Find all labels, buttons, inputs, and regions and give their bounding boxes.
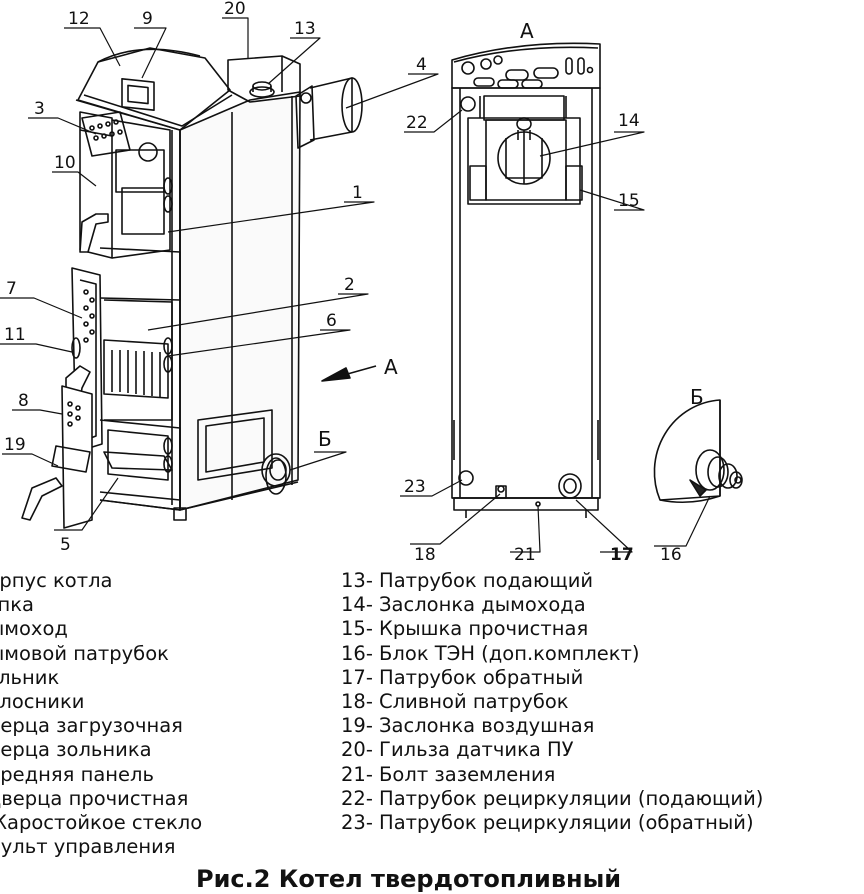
callout-4: 4 (416, 55, 427, 75)
callout-16: 16 (660, 545, 682, 560)
boiler-drawing: 12 9 20 13 4 3 10 1 2 6 7 11 8 19 5 Б А … (0, 0, 743, 560)
legend-item: 6- Колосники (0, 689, 85, 713)
legend-item: 7- Дверца загрузочная (0, 714, 183, 738)
view-a-title: А (520, 19, 534, 43)
legend-item: 17- Патрубок обратный (341, 665, 584, 689)
callout-17: 17 (610, 545, 634, 560)
callout-5: 5 (60, 535, 71, 555)
callout-11: 11 (4, 325, 26, 345)
legend-item: 18- Сливной патрубок (341, 689, 569, 713)
callout-13: 13 (294, 19, 316, 39)
callout-10: 10 (54, 153, 76, 173)
legend-item: 3- Дымоход (0, 617, 68, 641)
legend-item: 15- Крышка прочистная (341, 617, 589, 641)
legend-item: 1- Корпус котла (0, 569, 113, 592)
callout-14: 14 (618, 111, 640, 131)
callout-9: 9 (142, 9, 153, 29)
legend-left: 1- Корпус котла2- Топка3- Дымоход4- Дымо… (0, 569, 300, 859)
legend-item: 16- Блок ТЭН (доп.комплект) (341, 641, 640, 665)
callout-20: 20 (224, 0, 246, 19)
leader-lines (0, 17, 711, 553)
callout-19: 19 (4, 435, 26, 455)
legend-item: 20- Гильза датчика ПУ (341, 738, 574, 762)
legend-item: 21- Болт заземления (341, 762, 556, 786)
legend-item: 19- Заслонка воздушная (341, 714, 595, 738)
view-a-arrow (321, 365, 377, 382)
legend-item: 14- Заслонка дымохода (341, 593, 586, 617)
callout-12: 12 (68, 9, 90, 29)
callout-labels: 12 9 20 13 4 3 10 1 2 6 7 11 8 19 5 Б А … (4, 0, 704, 560)
callout-6: 6 (326, 311, 337, 331)
legend-item: 23- Патрубок рециркуляции (обратный) (341, 810, 754, 834)
figure-caption: Рис.2 Котел твердотопливный (196, 865, 622, 893)
callout-15: 15 (618, 191, 640, 211)
callout-7: 7 (6, 279, 17, 299)
callout-23: 23 (404, 477, 426, 497)
boiler-rear-view (451, 42, 601, 518)
legend-item: 10- Дверца прочистная (0, 786, 189, 810)
boiler-front-view (21, 47, 363, 529)
legend-item: 9- Передняя панель (0, 762, 154, 786)
callout-1: 1 (352, 183, 363, 203)
legend-item: 2- Топка (0, 593, 34, 617)
detail-b-marker: Б (318, 427, 332, 451)
detail-b-heater (653, 399, 743, 504)
callout-3: 3 (34, 99, 45, 119)
legend-item: 11- Жаростойкое стекло (0, 810, 203, 834)
legend-item: 8- Дверца зольника (0, 738, 152, 762)
legend-item: 22- Патрубок рециркуляции (подающий) (341, 786, 764, 810)
callout-18: 18 (414, 545, 436, 560)
callout-2: 2 (344, 275, 355, 295)
detail-b-title: Б (690, 385, 704, 409)
callout-21: 21 (514, 545, 536, 560)
legend-item: 12- Пульт управления (0, 835, 176, 859)
callout-22: 22 (406, 113, 428, 133)
legend-item: 4- Дымовой патрубок (0, 641, 169, 665)
view-a-arrow-label: А (384, 355, 398, 379)
legend-item: 13- Патрубок подающий (341, 569, 594, 592)
legend-item: 5- Зольник (0, 665, 60, 689)
callout-8: 8 (18, 391, 29, 411)
